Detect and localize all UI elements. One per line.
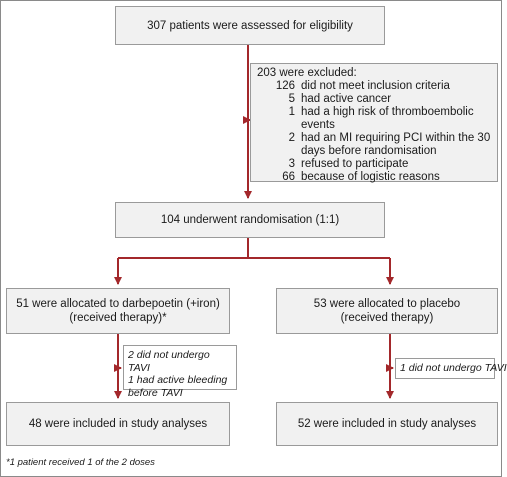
excluded-reason: had active cancer	[301, 93, 392, 105]
footnote: *1 patient received 1 of the 2 doses	[6, 457, 155, 468]
right-analysis-box: 52 were included in study analyses	[276, 402, 498, 446]
left-analysis-text: 48 were included in study analyses	[28, 418, 208, 430]
excluded-item: 1 had a high risk of thromboembolic even…	[257, 106, 493, 132]
darbepoetin-box: 51 were allocated to darbepoetin (+iron)…	[6, 288, 230, 334]
excluded-title: 203 were excluded:	[257, 67, 357, 79]
excluded-count: 2	[288, 132, 295, 144]
excluded-item: 2 had an MI requiring PCI within the 30 …	[257, 132, 493, 158]
excluded-reason: had a high risk of thromboembolic events	[301, 106, 474, 131]
darbepoetin-line1: 51 were allocated to darbepoetin (+iron)	[16, 298, 220, 310]
right-note-text: 1 did not undergo TAVI	[400, 362, 507, 374]
left-exclusion-note: 2 did not undergo TAVI 1 had active blee…	[123, 345, 237, 399]
excluded-reason: refused to participate	[301, 158, 409, 170]
excluded-reason: did not meet inclusion criteria	[301, 80, 450, 92]
randomised-text: 104 underwent randomisation (1:1)	[160, 214, 340, 226]
excluded-count: 126	[275, 80, 295, 92]
excluded-count: 3	[288, 158, 295, 170]
excluded-count: 5	[288, 93, 295, 105]
excluded-reason: had an MI requiring PCI within the 30 da…	[301, 132, 491, 157]
excluded-item: 5 had active cancer	[257, 93, 493, 106]
left-note-line1: 2 did not undergo TAVI	[128, 349, 210, 374]
right-exclusion-note: 1 did not undergo TAVI	[395, 358, 507, 379]
randomised-box: 104 underwent randomisation (1:1)	[115, 202, 385, 238]
placebo-box: 53 were allocated to placebo (received t…	[276, 288, 498, 334]
placebo-line2: (received therapy)	[340, 312, 434, 324]
excluded-count: 1	[288, 106, 295, 118]
darbepoetin-line2: (received therapy)*	[69, 312, 167, 324]
assessed-text: 307 patients were assessed for eligibili…	[147, 19, 353, 32]
excluded-item: 126 did not meet inclusion criteria	[257, 80, 493, 93]
excluded-count: 66	[282, 171, 295, 183]
excluded-reason: because of logistic reasons	[301, 171, 440, 183]
placebo-line1: 53 were allocated to placebo	[313, 298, 461, 310]
right-analysis-text: 52 were included in study analyses	[297, 418, 477, 430]
excluded-box: 203 were excluded: 126 did not meet incl…	[250, 63, 498, 184]
excluded-item: 3 refused to participate	[257, 158, 493, 171]
assessed-box: 307 patients were assessed for eligibili…	[115, 6, 385, 45]
left-analysis-box: 48 were included in study analyses	[6, 402, 230, 446]
excluded-item: 66 because of logistic reasons	[257, 171, 493, 184]
left-note-line2: 1 had active bleeding before TAVI	[128, 374, 228, 399]
